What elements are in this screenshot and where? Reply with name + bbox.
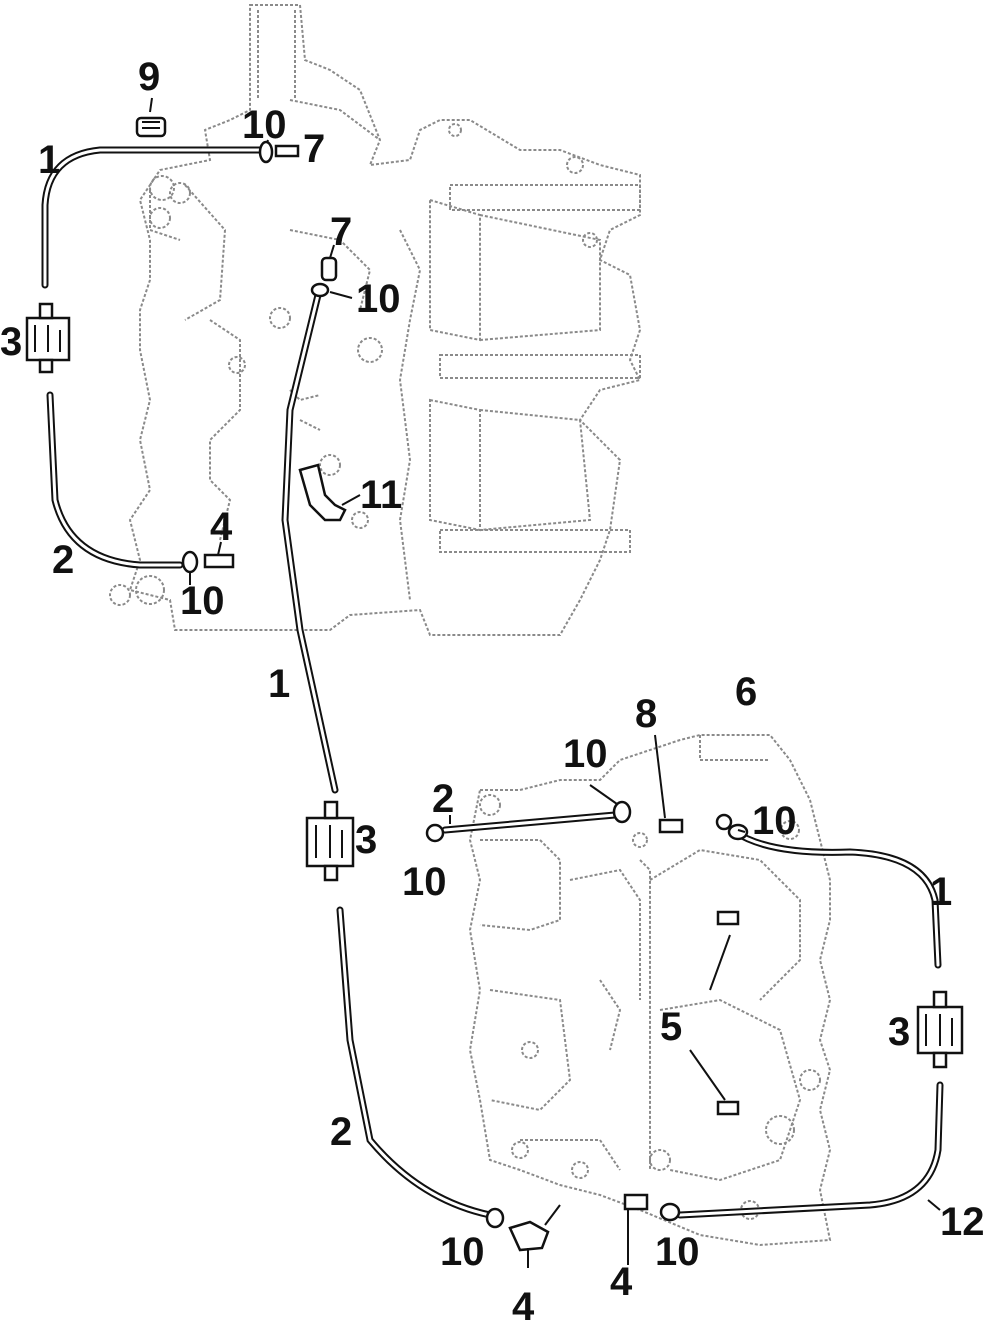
callout-9: 9 bbox=[138, 55, 160, 99]
clamp-part-10-top bbox=[258, 140, 274, 164]
callout-4-upper: 4 bbox=[210, 505, 233, 549]
callout-4-bottom-right: 4 bbox=[610, 1260, 633, 1304]
hoses bbox=[41, 146, 944, 1219]
plug-part-9 bbox=[135, 116, 167, 138]
callout-11: 11 bbox=[360, 473, 402, 517]
callout-1-right: 1 bbox=[930, 870, 952, 914]
callout-3-upper-left: 3 bbox=[0, 320, 22, 364]
callout-10-right: 10 bbox=[752, 799, 797, 843]
callout-10-lower-hose2: 10 bbox=[402, 860, 447, 904]
callout-7-middle: 7 bbox=[330, 210, 352, 254]
callout-8: 8 bbox=[635, 692, 657, 736]
callout-3-right: 3 bbox=[888, 1010, 910, 1054]
clamp-part-10-lower-hose2 bbox=[425, 823, 445, 843]
callout-10-middle: 10 bbox=[356, 277, 401, 321]
fitting-part-7-middle bbox=[320, 256, 338, 282]
fitting-part-5-lower bbox=[716, 1100, 740, 1116]
callout-10-bottom-left: 10 bbox=[440, 1230, 485, 1274]
parts bbox=[25, 116, 964, 1252]
fitting-part-4-bottom-right bbox=[623, 1193, 649, 1211]
clamp-part-10-upper-hose2 bbox=[612, 800, 632, 824]
callout-2-lower-left: 2 bbox=[330, 1110, 352, 1154]
nipple-part-6 bbox=[715, 813, 733, 831]
clamp-part-10-middle bbox=[310, 282, 330, 298]
callout-10-upper-hose2: 10 bbox=[563, 732, 608, 776]
callout-2-lower: 2 bbox=[432, 777, 454, 821]
clamp-part-10-right bbox=[727, 823, 749, 841]
clamp-part-10-bottom-left bbox=[485, 1207, 505, 1229]
callout-10-lower-left: 10 bbox=[180, 579, 225, 623]
clamp-part-10-bottom-right bbox=[659, 1202, 681, 1222]
callout-12: 12 bbox=[940, 1200, 985, 1244]
upper-engine-block bbox=[109, 4, 642, 636]
lower-engine-block bbox=[468, 734, 832, 1247]
callout-labels: 9 10 7 1 7 10 3 11 4 2 10 1 8 6 10 2 10 … bbox=[0, 55, 985, 1327]
fitting-part-5-upper bbox=[716, 910, 740, 926]
callout-2-upper-left: 2 bbox=[52, 538, 74, 582]
elbow-fitting-part-11 bbox=[298, 463, 347, 522]
clamp-part-10-lower-left bbox=[181, 550, 199, 574]
callout-1-center: 1 bbox=[268, 662, 290, 706]
fitting-part-8 bbox=[658, 818, 684, 834]
callout-10-bottom-right: 10 bbox=[655, 1230, 700, 1274]
fitting-part-7-top bbox=[274, 144, 300, 158]
callout-4-bottom-left: 4 bbox=[512, 1285, 535, 1327]
callout-3-center: 3 bbox=[355, 818, 377, 862]
filter-part-3-right bbox=[916, 990, 964, 1069]
callout-1-upper-left: 1 bbox=[38, 138, 60, 182]
fitting-part-4-upper bbox=[203, 553, 235, 569]
callout-5: 5 bbox=[660, 1005, 682, 1049]
elbow-fitting-part-4-bottom bbox=[508, 1220, 550, 1252]
callout-6: 6 bbox=[735, 670, 757, 714]
filter-part-3-upper bbox=[25, 302, 71, 374]
filter-part-3-center bbox=[305, 800, 355, 882]
callout-7-top: 7 bbox=[303, 127, 325, 171]
leader-lines bbox=[149, 97, 941, 1268]
callout-10-top: 10 bbox=[242, 103, 287, 147]
